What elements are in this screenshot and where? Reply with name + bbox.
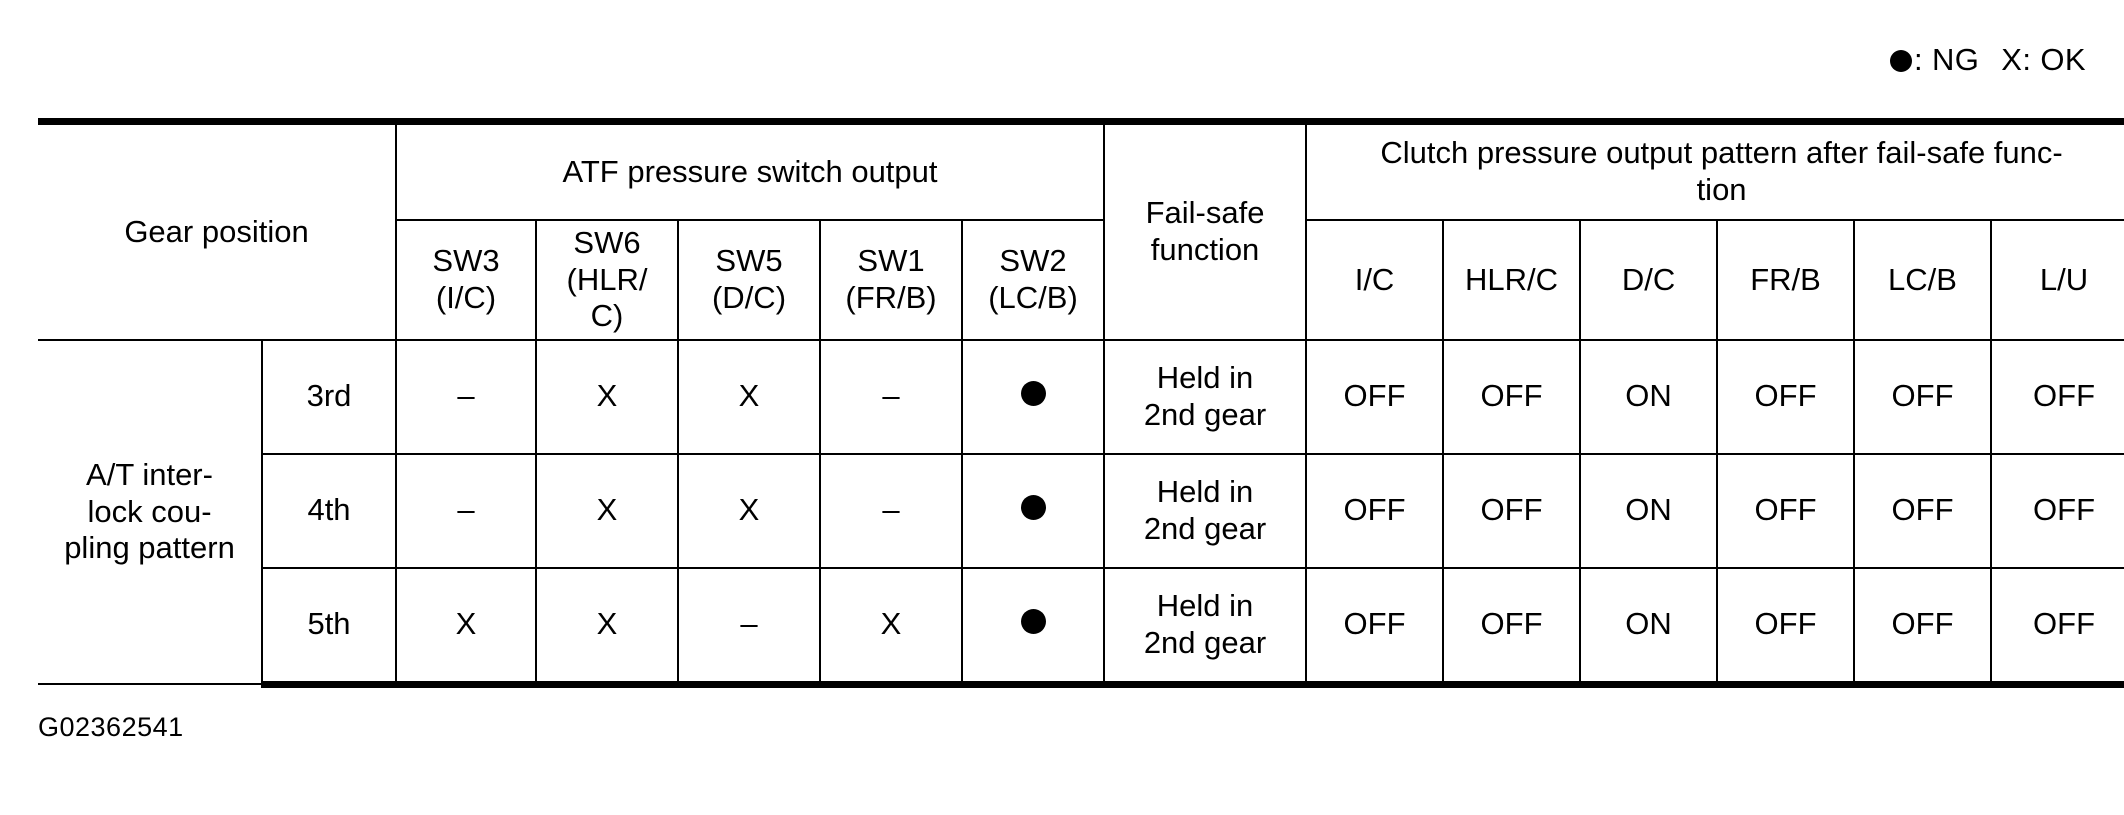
- figure-caption: G02362541: [38, 712, 184, 742]
- row-gear-4th: 4th: [262, 452, 398, 569]
- cell-5th-failsafe: Held in 2nd gear: [1103, 566, 1308, 688]
- cell-5th-clutch-lcb: OFF: [1853, 566, 1993, 688]
- cell-4th-clutch-lu: OFF: [1990, 452, 2124, 569]
- diagnostic-table-container: Gear position ATF pressure switch output…: [38, 117, 2124, 688]
- cell-5th-sw2: [961, 566, 1106, 688]
- cell-3rd-sw1: –: [819, 338, 964, 455]
- header-switch-sw5: SW5 (D/C): [677, 219, 822, 341]
- cell-5th-sw1: X: [819, 566, 964, 688]
- header-switch-sw6: SW6 (HLR/ C): [535, 219, 680, 341]
- failsafe-line2: 2nd gear: [1143, 396, 1267, 432]
- clutch-header-line1: Clutch pressure output pattern after fai…: [1380, 135, 2063, 171]
- failsafe-line1: Held in: [1156, 360, 1254, 396]
- header-clutch-ic: I/C: [1305, 219, 1445, 341]
- cell-3rd-sw2: [961, 338, 1106, 455]
- cell-4th-clutch-hlrc: OFF: [1442, 452, 1582, 569]
- legend-ok-label: X: OK: [2001, 42, 2086, 77]
- sw2-circuit: (LC/B): [988, 279, 1078, 315]
- header-row-groups: Gear position ATF pressure switch output…: [38, 117, 2124, 341]
- cell-3rd-clutch-hlrc: OFF: [1442, 338, 1582, 455]
- row-group-label-line3: pling pattern: [64, 530, 235, 566]
- cell-3rd-failsafe: Held in 2nd gear: [1103, 338, 1308, 455]
- failsafe-line1: Held in: [1156, 474, 1254, 510]
- header-switch-sw2: SW2 (LC/B): [961, 219, 1106, 341]
- cell-5th-clutch-ic: OFF: [1305, 566, 1445, 688]
- sw6-circuit-cont: C): [590, 298, 624, 334]
- cell-4th-sw5: X: [677, 452, 822, 569]
- header-switch-sw1: SW1 (FR/B): [819, 219, 964, 341]
- sw3-name: SW3: [432, 243, 500, 279]
- header-failsafe-function: Fail-safe function: [1103, 117, 1308, 341]
- row-group-label-line2: lock cou-: [87, 493, 212, 529]
- sw1-name: SW1: [857, 243, 925, 279]
- header-clutch-dc: D/C: [1579, 219, 1719, 341]
- sw1-circuit: (FR/B): [845, 279, 937, 315]
- cell-3rd-clutch-lu: OFF: [1990, 338, 2124, 455]
- table-row: 4th – X X – Held in 2nd gear OFF OFF ON …: [38, 452, 2124, 569]
- cell-3rd-sw3: –: [395, 338, 538, 455]
- cell-5th-sw5: –: [677, 566, 822, 688]
- cell-5th-sw3: X: [395, 566, 538, 688]
- clutch-header-line2: tion: [1696, 172, 1747, 207]
- cell-4th-clutch-lcb: OFF: [1853, 452, 1993, 569]
- header-clutch-group: Clutch pressure output pattern after fai…: [1305, 118, 2124, 221]
- ng-bullet-icon: [1889, 50, 1912, 72]
- header-clutch-hlrc: HLR/C: [1442, 219, 1582, 341]
- sw5-name: SW5: [715, 243, 783, 279]
- cell-5th-sw6: X: [535, 566, 680, 688]
- cell-5th-clutch-hlrc: OFF: [1442, 566, 1582, 688]
- cell-3rd-clutch-ic: OFF: [1305, 338, 1445, 455]
- cell-4th-sw3: –: [395, 452, 538, 569]
- cell-3rd-clutch-frb: OFF: [1716, 338, 1856, 455]
- cell-4th-clutch-frb: OFF: [1716, 452, 1856, 569]
- header-clutch-lcb: LC/B: [1853, 219, 1993, 341]
- row-group-label-line1: A/T inter-: [86, 457, 213, 493]
- sw3-circuit: (I/C): [435, 279, 497, 315]
- legend-ng-label: : NG: [1913, 42, 1980, 77]
- row-gear-3rd: 3rd: [260, 338, 398, 455]
- sw2-name: SW2: [999, 243, 1067, 279]
- header-clutch-frb: FR/B: [1716, 219, 1856, 341]
- cell-3rd-clutch-dc: ON: [1579, 338, 1719, 455]
- sw5-circuit: (D/C): [711, 279, 787, 315]
- header-gear-position: Gear position: [38, 117, 398, 341]
- cell-3rd-clutch-lcb: OFF: [1853, 338, 1993, 455]
- cell-4th-clutch-dc: ON: [1579, 452, 1719, 569]
- ng-bullet-icon: [1020, 381, 1046, 407]
- header-row-columns: SW3 (I/C) SW6 (HLR/ C) SW5 (D/C) SW1 (FR…: [38, 219, 2124, 341]
- legend: : NG X: OK: [1889, 42, 2086, 77]
- cell-4th-clutch-ic: OFF: [1305, 452, 1445, 569]
- failsafe-line2: 2nd gear: [1143, 624, 1267, 660]
- cell-4th-sw6: X: [535, 452, 680, 569]
- header-switch-sw3: SW3 (I/C): [396, 219, 538, 341]
- failsafe-header-line2: function: [1150, 231, 1260, 267]
- sw6-name: SW6: [573, 225, 641, 260]
- cell-4th-sw1: –: [819, 452, 964, 569]
- failsafe-line2: 2nd gear: [1143, 510, 1267, 546]
- row-group-label-at-interlock: A/T inter- lock cou- pling pattern: [38, 338, 263, 686]
- sw6-circuit: (HLR/: [566, 261, 648, 297]
- table-row: A/T inter- lock cou- pling pattern 3rd –…: [38, 338, 2124, 686]
- ng-bullet-icon: [1020, 495, 1046, 521]
- header-clutch-lu: L/U: [1990, 219, 2124, 341]
- cell-3rd-sw6: X: [535, 338, 680, 455]
- failsafe-line1: Held in: [1156, 588, 1254, 624]
- cell-5th-clutch-frb: OFF: [1716, 566, 1856, 688]
- row-gear-5th: 5th: [262, 566, 398, 688]
- cell-5th-clutch-lu: OFF: [1990, 566, 2124, 688]
- cell-5th-clutch-dc: ON: [1579, 566, 1719, 688]
- cell-4th-failsafe: Held in 2nd gear: [1103, 452, 1308, 569]
- cell-3rd-sw5: X: [677, 338, 822, 455]
- diagnostic-table: Gear position ATF pressure switch output…: [38, 117, 2124, 688]
- cell-4th-sw2: [961, 452, 1106, 569]
- failsafe-header-line1: Fail-safe: [1145, 195, 1265, 231]
- ng-bullet-icon: [1020, 609, 1046, 635]
- table-row: 5th X X – X Held in 2nd gear OFF OFF ON …: [38, 566, 2124, 688]
- header-atf-group: ATF pressure switch output: [395, 118, 1106, 221]
